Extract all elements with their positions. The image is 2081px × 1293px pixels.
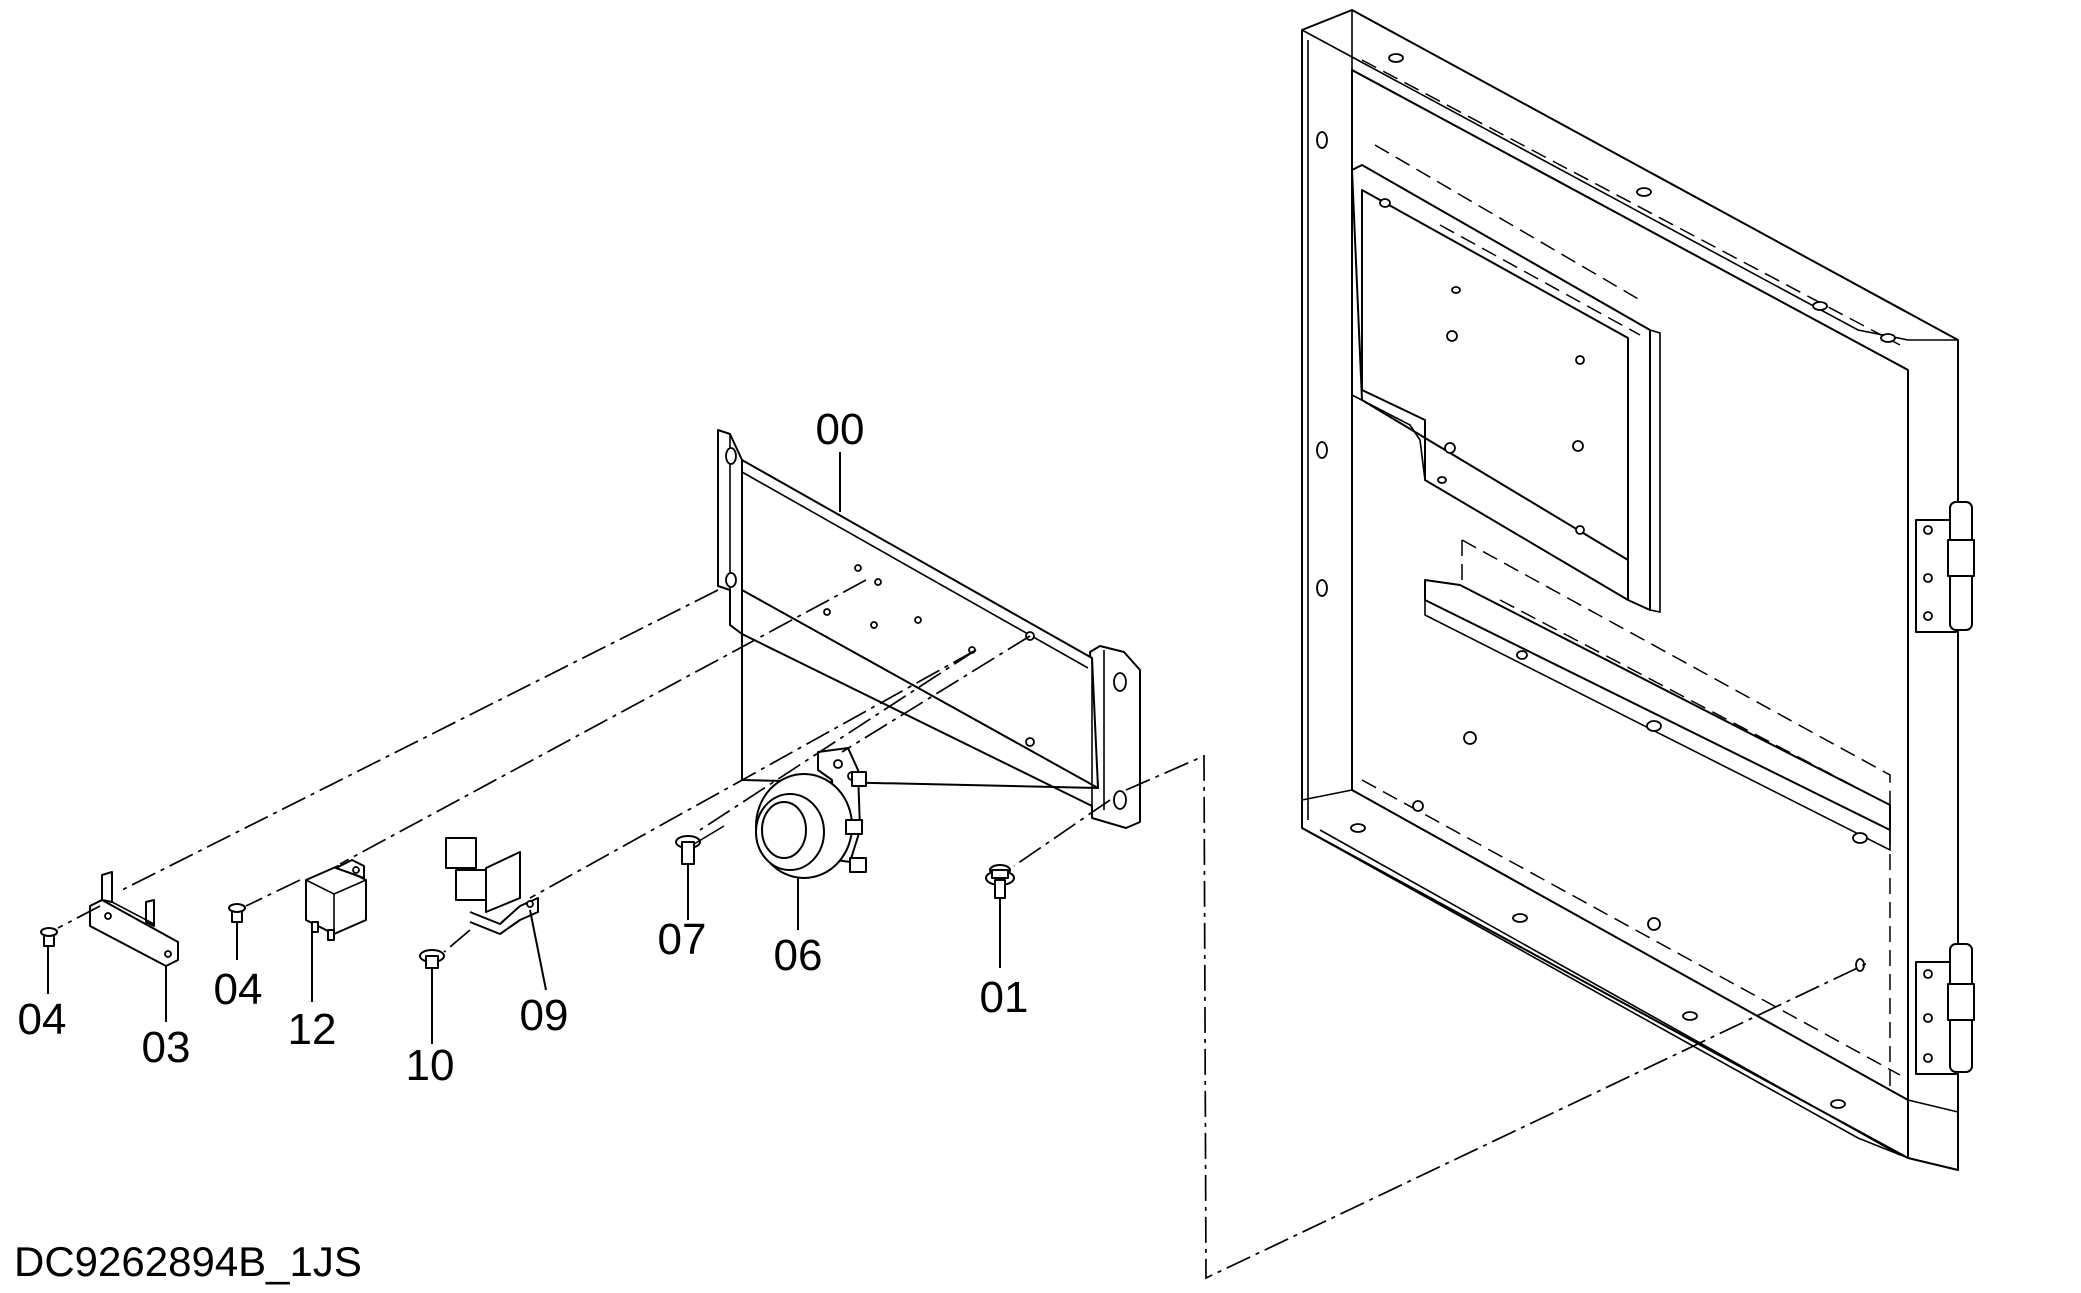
door-panel xyxy=(1301,9,1975,1171)
callout-10: 10 xyxy=(406,1041,455,1090)
callout-07: 07 xyxy=(658,915,707,964)
part-01-flange-bolt xyxy=(985,864,1015,899)
part-04-screw-mid xyxy=(228,903,246,923)
part-03-bracket xyxy=(89,871,179,967)
callout-12: 12 xyxy=(288,1005,337,1054)
callout-06: 06 xyxy=(774,931,823,980)
assembly-lines xyxy=(57,579,1871,1280)
callout-04-left: 04 xyxy=(18,995,67,1044)
callout-labels: 00 01 03 04 04 06 07 09 10 12 xyxy=(18,405,1029,1090)
lower-hinge xyxy=(1915,943,1975,1075)
upper-hinge xyxy=(1915,501,1975,633)
callout-00: 00 xyxy=(816,405,865,454)
callout-09: 09 xyxy=(520,991,569,1040)
callout-04-mid: 04 xyxy=(214,965,263,1014)
part-09-clamp xyxy=(445,837,539,935)
leader-lines xyxy=(47,452,1001,1044)
part-04-screw-left xyxy=(40,927,58,947)
part-12-relay xyxy=(305,859,367,941)
callout-01: 01 xyxy=(980,973,1029,1022)
mounting-bracket xyxy=(717,429,1141,829)
part-10-bolt xyxy=(419,949,445,969)
callout-03: 03 xyxy=(142,1023,191,1072)
drawing-id: DC9262894B_1JS xyxy=(14,1238,362,1285)
part-06-horn xyxy=(755,747,867,879)
part-07-bolt xyxy=(675,825,725,865)
